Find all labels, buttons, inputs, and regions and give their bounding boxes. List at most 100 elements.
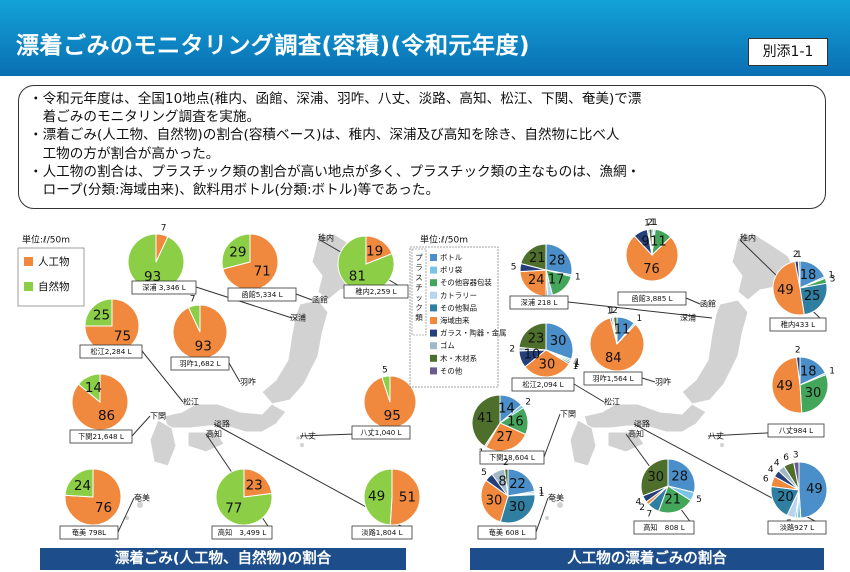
pie-value-label: 14 — [498, 402, 515, 417]
pie-slice — [485, 422, 527, 452]
pie-value-label: 18 — [800, 268, 817, 283]
place-name-label: 八丈 — [708, 431, 724, 441]
place-name-label: 淡路 — [634, 419, 650, 429]
site-label-box — [170, 356, 230, 371]
land-shape — [583, 403, 707, 433]
connector-line — [295, 293, 313, 301]
right-footer-bar: 人工物の漂着ごみの割合 — [470, 548, 824, 570]
connector-line — [543, 413, 561, 458]
pie-slice — [799, 374, 829, 414]
legend-swatch — [430, 291, 437, 299]
pie-value-label: 30 — [486, 493, 503, 508]
pie-slice — [504, 468, 509, 497]
pie-value-label: 1 — [609, 306, 615, 316]
pie-value-label: 21 — [529, 251, 546, 266]
pie-slice — [648, 228, 653, 256]
site-label: 八丈984 L — [779, 426, 813, 435]
pie-value-label: 24 — [74, 478, 91, 494]
site-label-box — [769, 317, 827, 332]
legend-label: 自然物 — [38, 280, 70, 293]
pie-value-label: 11 — [614, 323, 631, 338]
japan-map — [545, 233, 797, 520]
place-name-label: 奄美 — [548, 493, 564, 503]
connector-line — [141, 350, 184, 403]
pie-value-label: 2 — [639, 503, 645, 513]
pie-slice — [471, 394, 501, 447]
pie-value-label: 20 — [777, 490, 794, 505]
connector-line — [573, 383, 605, 403]
pie-value-label: 3 — [793, 451, 799, 461]
pie-slice — [771, 356, 803, 414]
pie-slice — [524, 349, 570, 378]
legend-side-label: 類 — [415, 312, 423, 322]
pie-slice — [657, 485, 692, 514]
legend-swatch — [430, 254, 437, 261]
pie-value-label: 7 — [161, 223, 167, 233]
site-label: 函館5,334 L — [241, 290, 282, 299]
pie-slice — [640, 458, 669, 497]
land-shape — [149, 419, 177, 467]
pie-value-label: 6 — [763, 475, 769, 485]
pie-value-label: 71 — [254, 263, 271, 279]
pie-value-label: 1 — [539, 489, 545, 499]
place-name-label: 八丈 — [300, 431, 316, 441]
pie-value-label: 17 — [548, 273, 565, 288]
pie-value-label: 23 — [246, 477, 263, 493]
pie-slice — [772, 260, 805, 316]
summary-box: ・令和元年度は、全国10地点(稚内、函館、深浦、羽咋、八丈、淡路、高知、松江、下… — [18, 85, 826, 209]
legend-side-label: ラ — [415, 263, 423, 272]
pie-slice — [797, 260, 801, 289]
site-label-box — [617, 291, 687, 306]
site-label-box — [767, 520, 827, 535]
island-shape — [137, 502, 143, 508]
legend-swatch — [430, 342, 437, 350]
page-title: 漂着ごみのモニタリング調査(容積)(令和元年度) — [16, 33, 531, 59]
pie-value-label: 84 — [605, 351, 622, 366]
legend-label: ゴム — [440, 341, 455, 350]
pie-slice — [545, 322, 574, 360]
legend-swatch — [430, 304, 437, 312]
connector-line — [228, 362, 241, 383]
pie-value-label: 4 — [774, 459, 780, 469]
pie-slice — [77, 373, 101, 404]
legend-swatch — [430, 329, 437, 337]
pie-value-label: 30 — [539, 357, 556, 372]
legend-swatch — [430, 317, 437, 324]
summary-line: 着ごみのモニタリング調査を実施。 — [29, 109, 261, 126]
pie-slice — [221, 233, 251, 270]
site-label-box — [343, 284, 409, 299]
pie-slice — [589, 317, 645, 372]
connector-line — [195, 286, 293, 319]
pie-value-label: 2 — [793, 250, 799, 260]
island-shape — [296, 436, 300, 440]
place-name-label: 下関 — [560, 410, 576, 419]
pie-value-label: 9 — [641, 235, 649, 250]
pie-slice — [243, 468, 273, 498]
pie-value-label: 28 — [671, 469, 688, 484]
pie-slice — [545, 243, 573, 276]
summary-line: 工物の方が割合が高かった。 — [29, 145, 220, 162]
legend-label: その他 — [440, 366, 463, 375]
land-shape — [681, 299, 749, 405]
pie-value-label: 1 — [636, 314, 642, 324]
pie-value-label: 2 — [525, 398, 531, 408]
pie-value-label: 10 — [524, 348, 541, 363]
pie-slice — [799, 282, 828, 316]
place-name-label: 下関 — [150, 412, 166, 421]
pie-value-label: 1 — [828, 270, 834, 280]
header-bar: 漂着ごみのモニタリング調査(容積)(令和元年度) 別添1-1 — [0, 0, 850, 76]
site-label: 奄美 608 L — [489, 528, 526, 537]
pie-value-label: 18 — [800, 364, 817, 379]
legend-label: ガラス・陶器・金属 — [440, 329, 506, 338]
pie-value-label: 76 — [643, 262, 660, 277]
place-name-label: 深浦 — [680, 313, 696, 323]
pie-value-label: 3 — [830, 275, 836, 285]
place-name-label: 深浦 — [290, 313, 306, 323]
pie-value-label: 76 — [95, 500, 112, 516]
legend-label: ポリ袋 — [440, 266, 463, 275]
pie-value-label: 29 — [229, 245, 246, 261]
pie-slice — [187, 304, 201, 333]
place-name-label: 奄美 — [134, 493, 150, 503]
site-label-box — [69, 429, 133, 444]
pie-slice — [667, 458, 696, 494]
